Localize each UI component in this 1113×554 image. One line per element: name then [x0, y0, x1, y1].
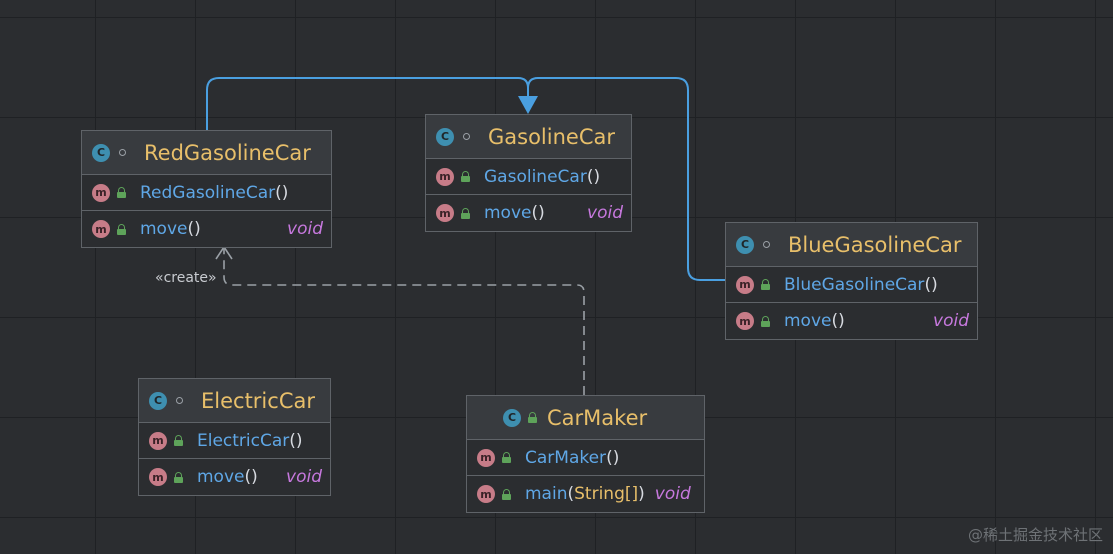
method-row[interactable]: m ElectricCar(): [139, 423, 330, 459]
public-lock-icon: [502, 452, 511, 463]
method-name: move: [484, 203, 532, 223]
class-icon: C: [92, 143, 110, 162]
method-icon: m: [436, 204, 454, 222]
method-icon: m: [477, 485, 495, 503]
method-name: BlueGasolineCar: [784, 274, 925, 295]
create-stereotype-label: «create»: [155, 270, 217, 286]
inheritance-arrowhead: [518, 96, 538, 114]
method-name: move: [140, 219, 188, 239]
method-icon: m: [92, 183, 110, 202]
method-parens: (): [586, 166, 601, 187]
visibility-dot-icon: [176, 397, 183, 404]
method-icon: m: [92, 220, 110, 238]
param-type: String[]: [574, 484, 639, 504]
method-parens: (): [606, 447, 620, 468]
method-row[interactable]: m CarMaker (): [467, 440, 704, 476]
method-name: RedGasolineCar: [140, 182, 276, 203]
method-paren-open: (: [567, 484, 575, 504]
method-icon: m: [736, 312, 754, 330]
public-lock-icon: [528, 412, 537, 423]
method-name: ElectricCar: [197, 430, 290, 451]
method-parens: (): [187, 219, 201, 239]
class-name: ElectricCar: [201, 388, 315, 413]
method-icon: m: [736, 275, 754, 294]
class-box-car-maker[interactable]: C CarMaker m CarMaker () m main(String[]…: [466, 395, 705, 513]
class-box-red-gasoline-car[interactable]: C RedGasolineCar m RedGasolineCar () m m…: [81, 130, 332, 248]
class-header[interactable]: C GasolineCar: [426, 115, 631, 159]
method-row[interactable]: m move() void: [82, 211, 331, 247]
method-name: GasolineCar: [484, 166, 587, 187]
class-box-gasoline-car[interactable]: C GasolineCar m GasolineCar () m move() …: [425, 114, 632, 232]
visibility-dot-icon: [463, 133, 470, 140]
method-name: CarMaker: [525, 447, 607, 468]
method-name: move: [197, 467, 245, 487]
return-type: void: [654, 484, 691, 504]
class-header[interactable]: C BlueGasolineCar: [726, 223, 977, 267]
method-parens: (): [531, 203, 545, 223]
method-paren-close: ): [638, 484, 645, 504]
public-lock-icon: [761, 279, 770, 290]
method-parens: (): [289, 430, 303, 451]
method-row[interactable]: m move() void: [726, 303, 977, 339]
visibility-dot-icon: [119, 149, 126, 156]
inheritance-edge-blue[interactable]: [527, 77, 726, 281]
public-lock-icon: [174, 435, 183, 446]
method-icon: m: [149, 468, 167, 486]
method-row[interactable]: m move() void: [426, 195, 631, 231]
method-name: move: [784, 311, 832, 331]
method-parens: (): [244, 467, 258, 487]
class-header[interactable]: C ElectricCar: [139, 379, 330, 423]
class-name: BlueGasolineCar: [788, 232, 962, 257]
public-lock-icon: [117, 187, 126, 198]
class-icon: C: [436, 127, 454, 146]
method-row[interactable]: m main(String[]) void: [467, 476, 704, 512]
public-lock-icon: [761, 315, 770, 327]
public-lock-icon: [174, 471, 183, 483]
visibility-dot-icon: [763, 241, 770, 248]
method-parens: (): [924, 274, 938, 295]
method-icon: m: [436, 167, 454, 186]
class-box-electric-car[interactable]: C ElectricCar m ElectricCar() m move() v…: [138, 378, 331, 496]
watermark: @稀土掘金技术社区: [967, 526, 1103, 544]
main-class-icon: C: [503, 408, 521, 427]
method-parens: (): [275, 182, 289, 203]
method-icon: m: [149, 431, 167, 450]
public-lock-icon: [461, 171, 470, 182]
inheritance-edge-red[interactable]: [206, 77, 529, 130]
method-row[interactable]: m RedGasolineCar (): [82, 175, 331, 211]
method-parens: (): [831, 311, 845, 331]
return-type: void: [933, 311, 969, 331]
method-row[interactable]: m GasolineCar (): [426, 159, 631, 195]
method-row[interactable]: m move() void: [139, 459, 330, 495]
class-name: RedGasolineCar: [144, 140, 311, 165]
dependency-edge-create[interactable]: [223, 249, 585, 395]
class-name: GasolineCar: [488, 124, 615, 149]
method-name: main: [525, 484, 568, 504]
class-header[interactable]: C CarMaker: [467, 396, 704, 440]
method-icon: m: [477, 448, 495, 467]
class-icon: C: [149, 391, 167, 410]
method-row[interactable]: m BlueGasolineCar (): [726, 267, 977, 303]
return-type: void: [286, 467, 322, 487]
class-name: CarMaker: [547, 405, 648, 430]
return-type: void: [587, 203, 623, 223]
public-lock-icon: [117, 223, 126, 235]
public-lock-icon: [461, 207, 470, 219]
class-box-blue-gasoline-car[interactable]: C BlueGasolineCar m BlueGasolineCar () m…: [725, 222, 978, 340]
public-lock-icon: [502, 488, 511, 500]
class-header[interactable]: C RedGasolineCar: [82, 131, 331, 175]
class-icon: C: [736, 235, 754, 254]
return-type: void: [287, 219, 323, 239]
